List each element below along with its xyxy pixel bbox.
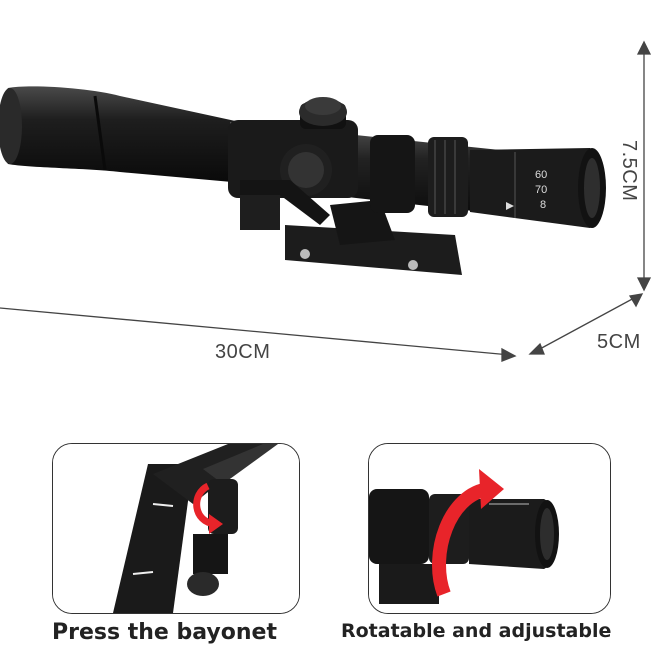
- depth-label: 5CM: [597, 331, 641, 353]
- height-label: 7.5CM: [618, 140, 640, 202]
- scope-ring: [370, 135, 415, 213]
- arrow-head-icon: [636, 40, 652, 55]
- arrow-head-icon: [528, 342, 545, 355]
- length-dimension-line: [0, 307, 511, 356]
- scope-marking: 60: [535, 169, 547, 181]
- arrow-head-icon: [209, 514, 223, 534]
- rotate-arrow-icon: [432, 482, 491, 597]
- arrow-head-icon: [636, 277, 652, 292]
- feature-panel-rotatable: [368, 443, 611, 614]
- bayonet-detail-image: [53, 444, 299, 613]
- scope-eyepiece: 60 70 8: [470, 148, 606, 228]
- scope-mount: [240, 180, 462, 275]
- feature-panel-bayonet: [52, 443, 300, 614]
- arrow-head-icon: [501, 347, 517, 362]
- arrow-head-icon: [628, 293, 644, 308]
- feature-caption-bayonet: Press the bayonet: [52, 620, 277, 645]
- scope-product-illustration: 60 70 8: [0, 40, 652, 362]
- scope-marking: 70: [535, 184, 547, 196]
- scope-marking: 8: [540, 199, 546, 211]
- depth-dimension-line: [537, 296, 637, 351]
- rotation-detail-image: [369, 444, 610, 613]
- length-label: 30CM: [215, 341, 271, 363]
- scope-power-ring: [428, 137, 468, 217]
- dimension-lines: [0, 40, 652, 362]
- arrow-head-icon: [479, 469, 504, 509]
- scope-objective: [0, 86, 240, 182]
- feature-caption-rotatable: Rotatable and adjustable: [341, 620, 612, 642]
